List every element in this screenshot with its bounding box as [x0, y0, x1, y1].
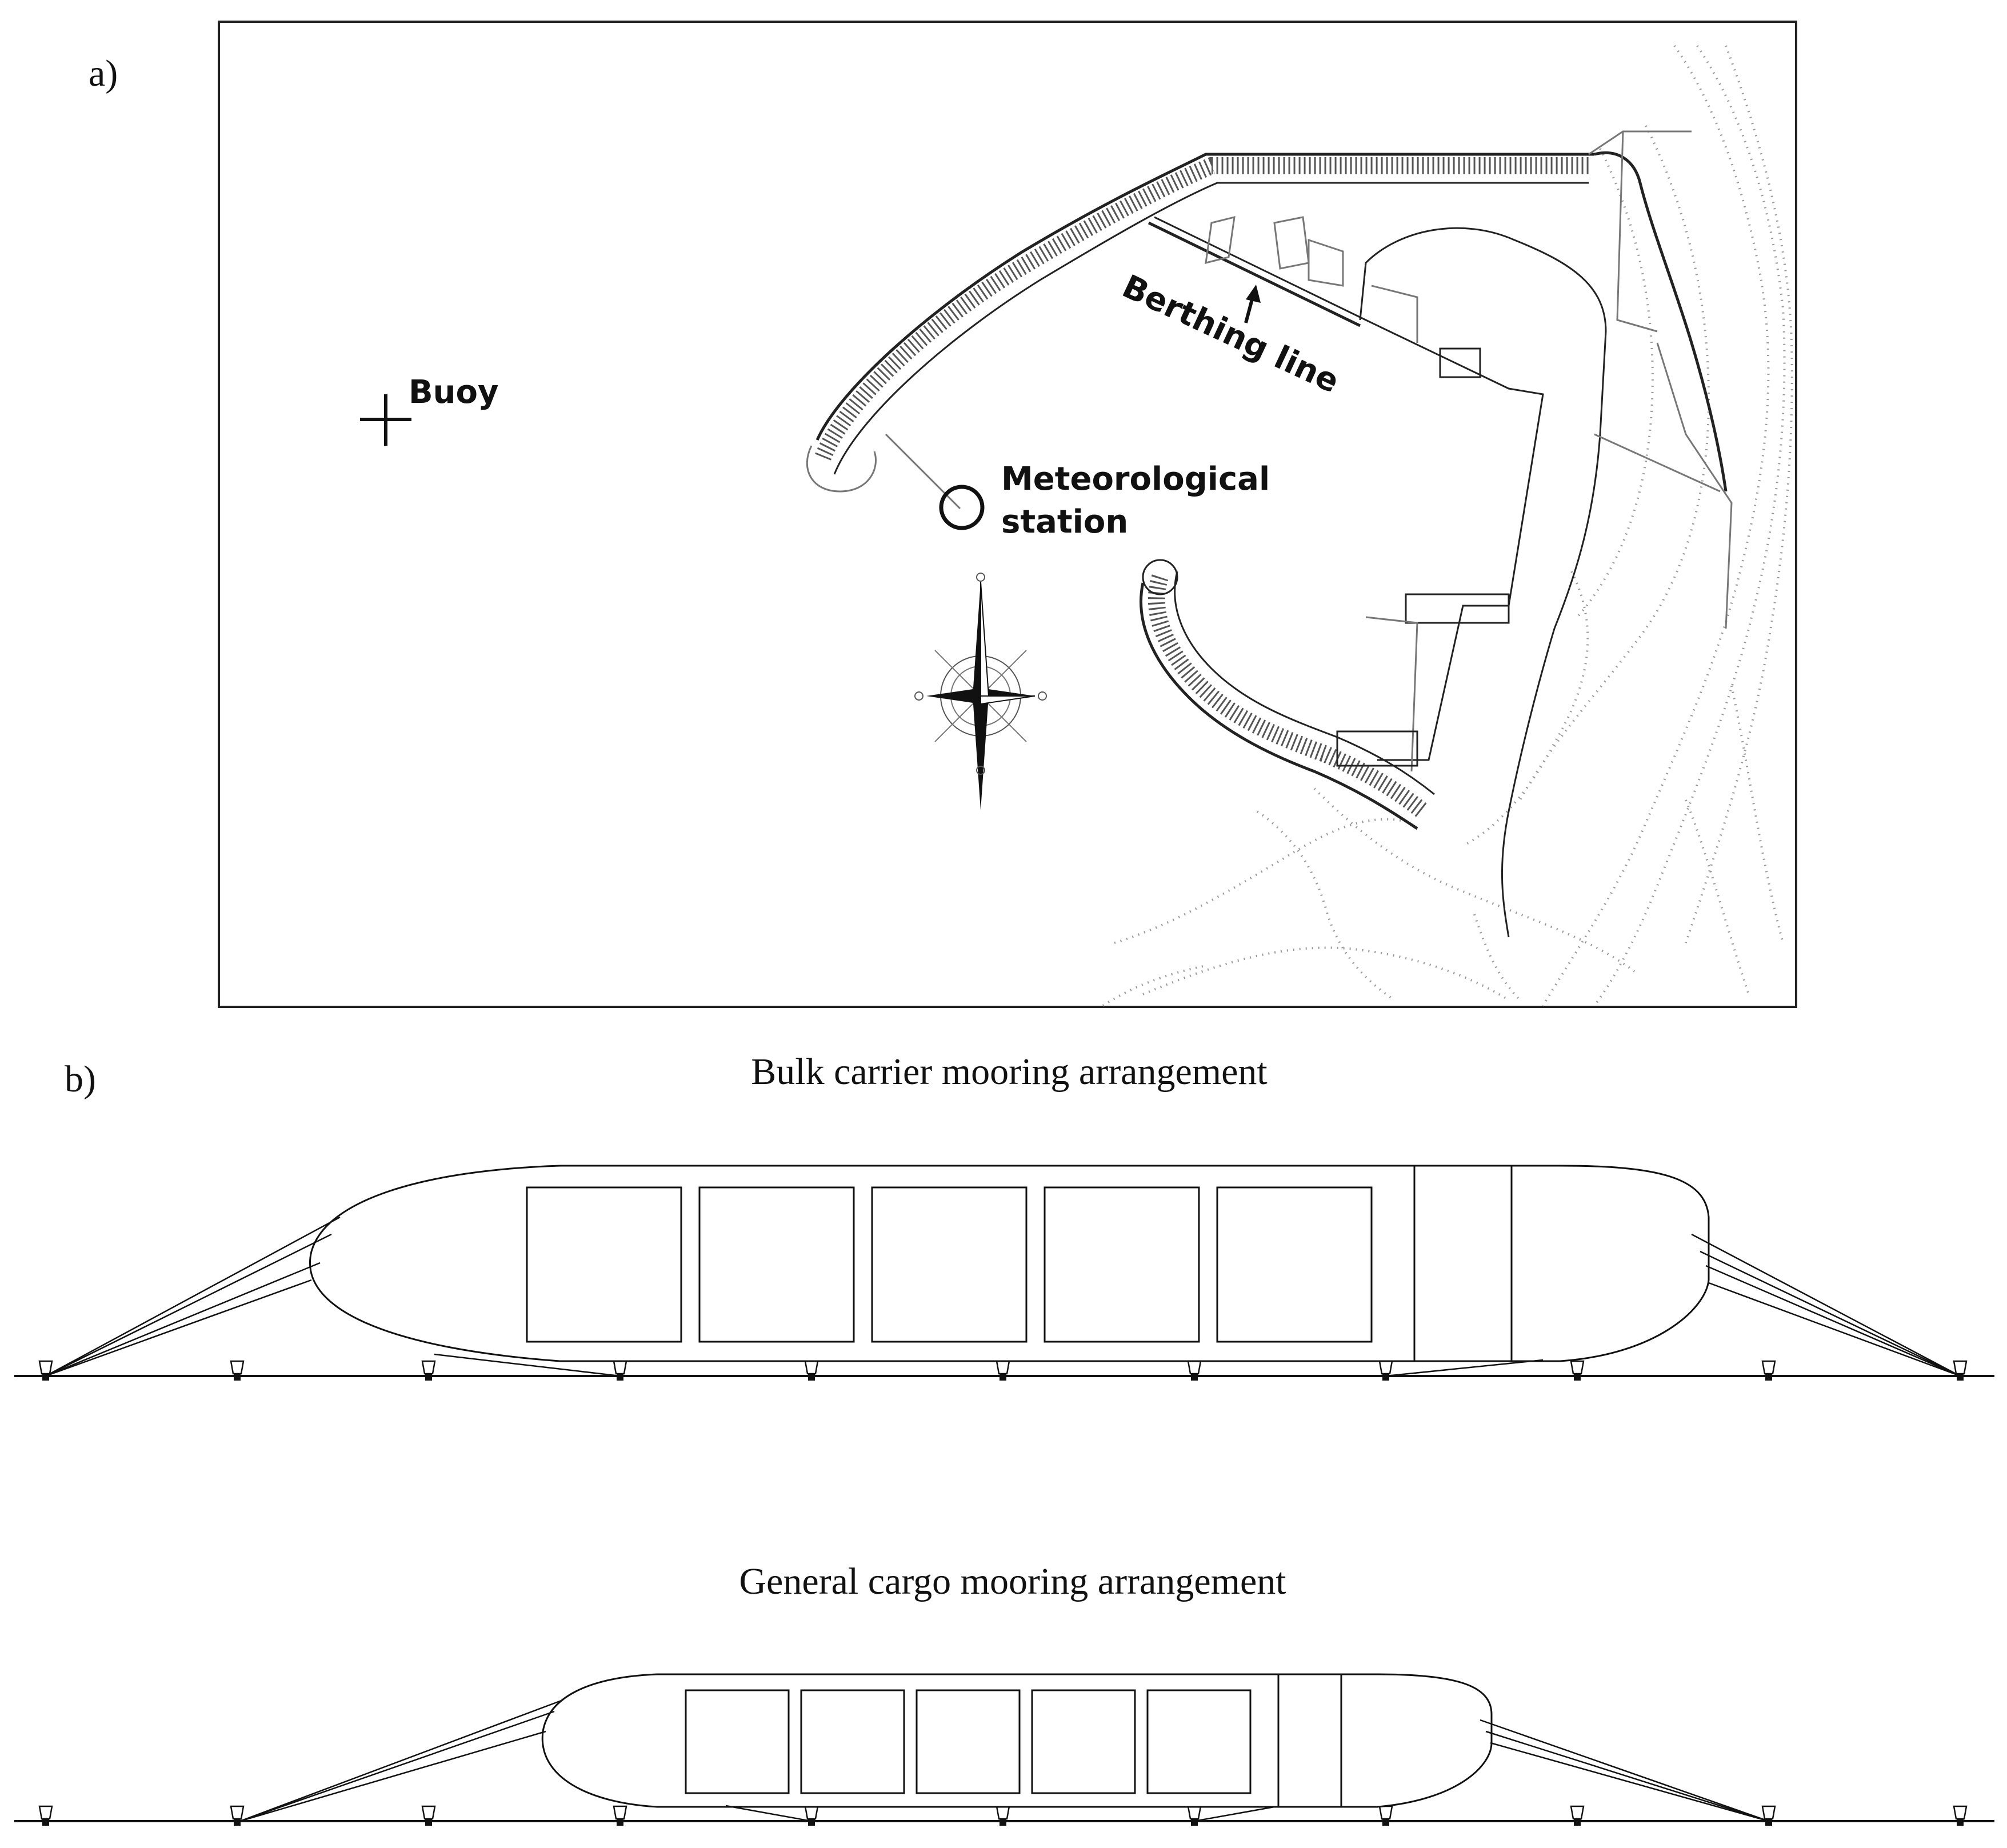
cargo-hold	[685, 1689, 790, 1794]
cargo-hold	[1146, 1689, 1252, 1794]
bulk-bollard	[1953, 1360, 1968, 1381]
port-map: Berthing line Buoy Meteorological statio…	[218, 21, 1797, 1008]
bulk-bollards	[38, 1360, 1968, 1381]
bulk-bollard	[1761, 1360, 1776, 1381]
bulk-holds	[526, 1186, 1373, 1343]
cargo-holds	[685, 1689, 1252, 1794]
map-frame	[218, 21, 1797, 1008]
meteorological-station-label-line1: Meteorological	[1001, 461, 1270, 498]
cargo-mooring-lines	[239, 1699, 1769, 1822]
cargo-bollard	[421, 1805, 436, 1826]
bulk-carrier-title: Bulk carrier mooring arrangement	[751, 1051, 1267, 1093]
cargo-hold	[915, 1689, 1021, 1794]
general-cargo-hull	[541, 1673, 1493, 1808]
cargo-bollards	[38, 1805, 1968, 1826]
cargo-bollard	[804, 1805, 819, 1826]
general-cargo-arrangement	[14, 1673, 1994, 1826]
bulk-bollard	[804, 1360, 819, 1381]
secondary-breakwater	[1140, 559, 1435, 830]
cargo-bollard	[1953, 1805, 1968, 1826]
cargo-bollard	[1378, 1805, 1393, 1826]
cargo-bollard	[1187, 1805, 1202, 1826]
bulk-carrier-hull	[309, 1165, 1710, 1362]
bulk-bollard	[38, 1360, 53, 1381]
cargo-hold	[1031, 1689, 1136, 1794]
buoy-marker	[360, 394, 411, 446]
compass-rose-icon	[914, 573, 1047, 810]
bulk-bollard	[1187, 1360, 1202, 1381]
meteorological-station-marker	[939, 485, 985, 530]
cargo-bollard	[38, 1805, 53, 1826]
bulk-hold	[1216, 1186, 1373, 1343]
meteorological-station-label-line2: station	[1001, 503, 1128, 541]
bulk-bollard	[995, 1360, 1010, 1381]
panel-a-label: a)	[89, 53, 118, 94]
bulk-hold	[526, 1186, 682, 1343]
cargo-hold	[800, 1689, 905, 1794]
bulk-bollard	[230, 1360, 245, 1381]
bulk-bollard	[421, 1360, 436, 1381]
coastline	[1102, 45, 1793, 1007]
cargo-bollard	[230, 1805, 245, 1826]
bulk-bollard	[1570, 1360, 1585, 1381]
bulk-carrier-arrangement	[14, 1165, 1994, 1381]
cargo-bollard	[1761, 1805, 1776, 1826]
bulk-hold	[1044, 1186, 1200, 1343]
cargo-bollard	[613, 1805, 627, 1826]
inner-harbour	[885, 130, 1733, 938]
buoy-label: Buoy	[409, 374, 499, 411]
cargo-bollard	[995, 1805, 1010, 1826]
bulk-mooring-lines	[45, 1216, 1961, 1377]
general-cargo-title: General cargo mooring arrangement	[739, 1561, 1286, 1602]
cargo-bollard	[1570, 1805, 1585, 1826]
bulk-bollard	[613, 1360, 627, 1381]
bulk-hold	[871, 1186, 1028, 1343]
main-breakwater	[806, 151, 1728, 493]
panel-b-label: b)	[65, 1058, 96, 1100]
bulk-bollard	[1378, 1360, 1393, 1381]
bulk-hold	[698, 1186, 855, 1343]
berthing-arrow	[1244, 285, 1261, 323]
